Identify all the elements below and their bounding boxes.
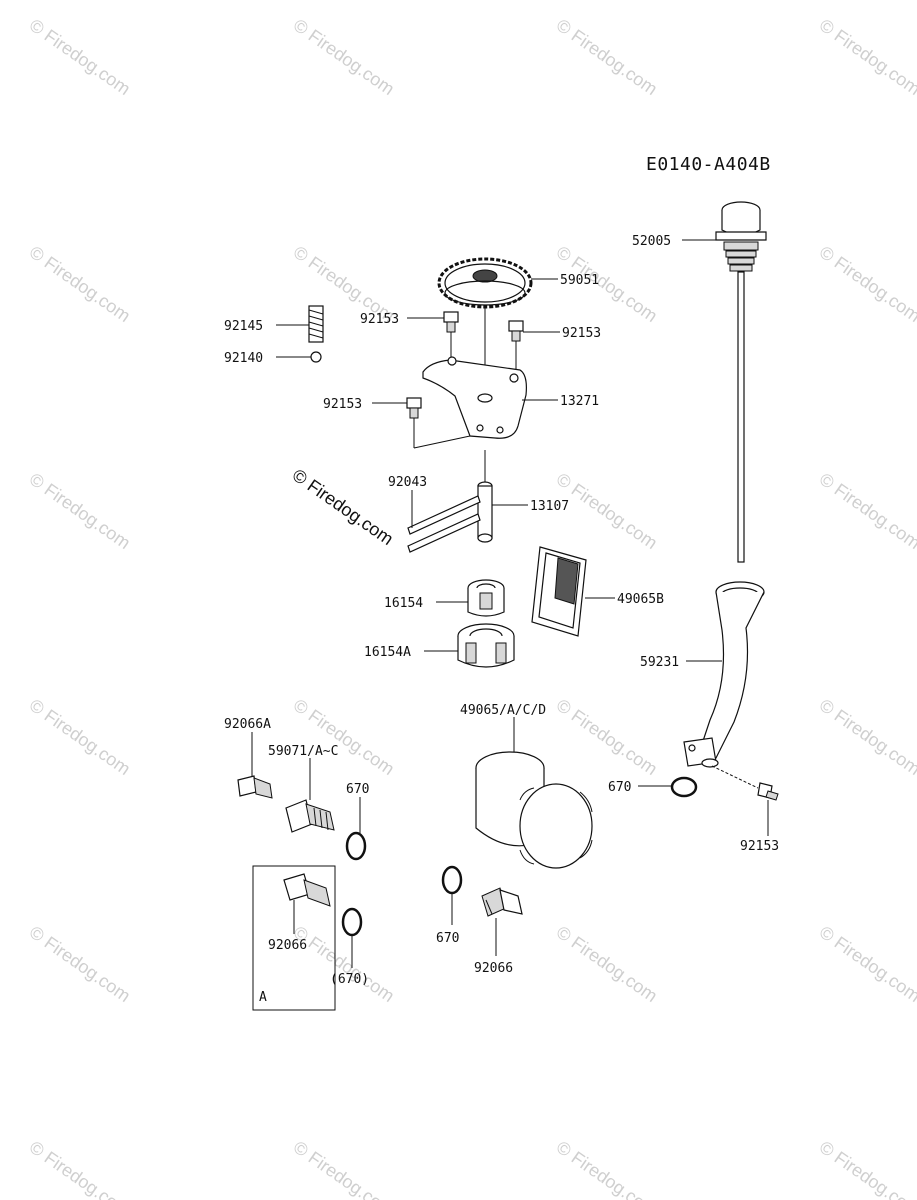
spring-92145 — [308, 305, 324, 343]
watermark: © Firedog.com — [816, 242, 917, 326]
watermark: © Firedog.com — [290, 922, 398, 1006]
watermark: © Firedog.com — [290, 15, 398, 99]
screen-49065B — [531, 546, 587, 637]
watermark: © Firedog.com — [816, 15, 917, 99]
ball-92140 — [310, 351, 322, 363]
watermark: © Firedog.com — [26, 15, 134, 99]
part-label-13107: 13107 — [530, 499, 569, 514]
watermark: © Firedog.com — [26, 1137, 134, 1200]
watermark: © Firedog.com — [553, 15, 661, 99]
part-label-59071: 59071/A~C — [268, 744, 338, 759]
firedog-stamp: © Firedog.com — [289, 465, 397, 549]
part-label-92066A: 92066A — [224, 717, 271, 732]
tube-59231 — [683, 581, 765, 768]
watermark: © Firedog.com — [553, 695, 661, 779]
part-label-92153-left-top: 92153 — [360, 312, 399, 327]
part-label-92066-inset: 92066 — [268, 938, 307, 953]
watermark: © Firedog.com — [26, 695, 134, 779]
inset-box-a — [252, 865, 336, 1011]
watermark: © Firedog.com — [816, 1137, 917, 1200]
bolt-92153-right — [508, 320, 524, 342]
watermark: © Firedog.com — [26, 242, 134, 326]
part-label-92153-bottom: 92153 — [740, 839, 779, 854]
bolt-92153-bottom — [757, 782, 779, 801]
part-label-59231: 59231 — [640, 655, 679, 670]
part-label-13271: 13271 — [560, 394, 599, 409]
part-label-670-a: 670 — [346, 782, 369, 797]
part-label-49065B: 49065B — [617, 592, 664, 607]
watermark: © Firedog.com — [290, 1137, 398, 1200]
part-label-92153-bracket: 92153 — [323, 397, 362, 412]
part-label-670-inset: (670) — [330, 972, 369, 987]
watermark: © Firedog.com — [816, 695, 917, 779]
pin-92043 — [407, 495, 481, 553]
oring-670-tube — [670, 776, 698, 798]
part-label-52005: 52005 — [632, 234, 671, 249]
diagram-code: E0140-A404B — [646, 154, 771, 175]
part-label-92145: 92145 — [224, 319, 263, 334]
part-label-92066-b: 92066 — [474, 961, 513, 976]
rotor-16154A — [457, 623, 515, 668]
watermark: © Firedog.com — [26, 922, 134, 1006]
watermark: © Firedog.com — [816, 922, 917, 1006]
inset-label: A — [259, 990, 267, 1005]
part-label-59051: 59051 — [560, 273, 599, 288]
part-label-92140: 92140 — [224, 351, 263, 366]
shaft-13107 — [477, 481, 493, 543]
bolt-92153-left — [443, 311, 459, 333]
part-label-92153-right-top: 92153 — [562, 326, 601, 341]
oring-670-a — [345, 831, 367, 861]
part-label-16154A: 16154A — [364, 645, 411, 660]
plug-59071 — [285, 799, 335, 833]
part-label-670-c: 670 — [436, 931, 459, 946]
plug-92066-inset — [283, 873, 331, 907]
part-label-670-b: 670 — [608, 780, 631, 795]
bolt-92153-bracket — [406, 397, 422, 419]
bracket-13271 — [422, 356, 527, 439]
gear-59051 — [437, 257, 533, 309]
rotor-16154 — [467, 579, 505, 617]
watermark: © Firedog.com — [816, 469, 917, 553]
part-label-92043: 92043 — [388, 475, 427, 490]
part-label-16154: 16154 — [384, 596, 423, 611]
watermark: © Firedog.com — [26, 469, 134, 553]
oring-670-c — [441, 865, 463, 895]
watermark: © Firedog.com — [290, 695, 398, 779]
oil-filter-49065 — [475, 751, 593, 869]
part-label-49065: 49065/A/C/D — [460, 703, 546, 718]
plug-92066A — [237, 775, 273, 799]
plug-92066-b — [481, 887, 523, 917]
watermark: © Firedog.com — [553, 922, 661, 1006]
oring-670-inset — [341, 907, 363, 937]
dipstick-52005 — [715, 201, 767, 563]
watermark: © Firedog.com — [553, 1137, 661, 1200]
